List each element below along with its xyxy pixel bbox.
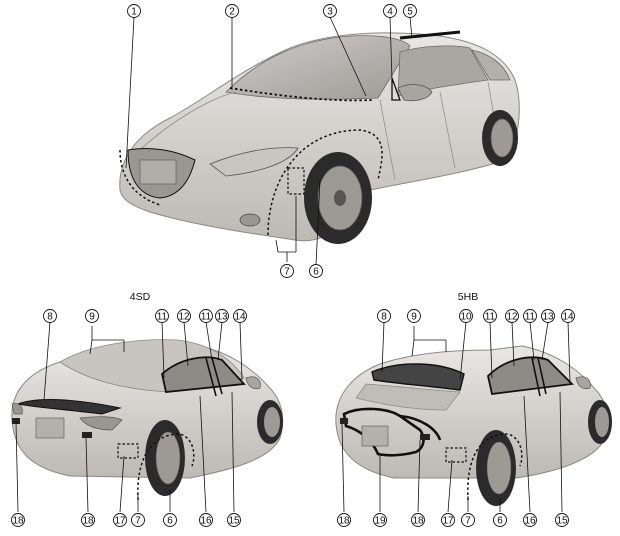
- hatch-callout-number: 15: [556, 515, 568, 526]
- sedan-callout-number: 13: [216, 311, 228, 322]
- sedan-callout-number: 8: [47, 311, 53, 322]
- hatch-callout-circle: [561, 309, 575, 323]
- hatch-callout-circle: [377, 309, 391, 323]
- sedan-callout-circle: [163, 513, 177, 527]
- hatch-callout-number: 19: [374, 515, 386, 526]
- hatch-callout-number: 6: [497, 515, 503, 526]
- hatch-callout-number: 14: [562, 311, 574, 322]
- front-leader-lines: [125, 16, 413, 266]
- sedan-callout-circle: [113, 513, 127, 527]
- front-callout-number: 5: [407, 6, 413, 17]
- sedan-callout-number: 17: [114, 515, 126, 526]
- front-callouts: 1 2 3 4 5 6 7: [127, 4, 417, 278]
- hatch-callout-number: 18: [338, 515, 350, 526]
- sedan-callout-circle: [233, 309, 247, 323]
- front-callout-number: 2: [229, 6, 235, 17]
- sedan-callout-circle: [11, 513, 25, 527]
- hatch-callout-circle: [555, 513, 569, 527]
- front-callout-circle: [309, 264, 323, 278]
- front-callout-number: 4: [387, 6, 393, 17]
- front-callout-number: 6: [313, 266, 319, 277]
- front-callout-circle: [323, 4, 337, 18]
- sedan-callout-number: 15: [228, 515, 240, 526]
- hatch-callout-number: 7: [465, 515, 471, 526]
- sedan-callout-circle: [85, 309, 99, 323]
- hatch-callout-circle: [461, 513, 475, 527]
- hatch-callout-circle: [483, 309, 497, 323]
- hatch-callout-number: 12: [506, 311, 518, 322]
- front-callout-circle: [225, 4, 239, 18]
- hatch-callout-circle: [493, 513, 507, 527]
- sedan-callout-number: 14: [234, 311, 246, 322]
- hatch-leader-lines: [341, 321, 571, 513]
- hatch-callout-circle: [441, 513, 455, 527]
- sedan-callout-circle: [199, 513, 213, 527]
- sedan-callout-number: 18: [12, 515, 24, 526]
- hatch-callout-number: 13: [542, 311, 554, 322]
- sedan-callout-circle: [131, 513, 145, 527]
- front-callout-number: 7: [284, 266, 290, 277]
- hatch-label: 5HB: [458, 291, 478, 303]
- hatch-callouts: 8 9 10 11 12 11 13 14 18 19 18 17 7 6 16 15: [337, 309, 575, 527]
- hatch-callout-number: 10: [460, 311, 472, 322]
- hatch-car-illustration: [335, 345, 612, 506]
- front-callout-circle: [403, 4, 417, 18]
- hatch-callout-number: 16: [524, 515, 536, 526]
- sedan-callout-circle: [81, 513, 95, 527]
- hatch-callout-number: 17: [442, 515, 454, 526]
- sedan-callout-number: 6: [167, 515, 173, 526]
- sedan-callouts: 8 9 11 12 11 13 14 18 18 17 7 6 16 15: [11, 309, 247, 527]
- hatch-callout-number: 11: [525, 311, 536, 322]
- sedan-callout-number: 12: [178, 311, 190, 322]
- sedan-callout-circle: [43, 309, 57, 323]
- side-mirror: [397, 84, 433, 102]
- sedan-label: 4SD: [130, 291, 151, 303]
- front-callout-number: 3: [327, 6, 333, 17]
- front-callout-circle: [280, 264, 294, 278]
- sedan-callout-number: 7: [135, 515, 141, 526]
- sedan-callout-circle: [199, 309, 213, 323]
- hatch-callout-circle: [337, 513, 351, 527]
- hatch-callout-number: 8: [381, 311, 387, 322]
- hatch-callout-circle: [523, 309, 537, 323]
- front-callout-circle: [383, 4, 397, 18]
- sedan-callout-number: 18: [82, 515, 94, 526]
- hatch-callout-number: 9: [411, 311, 417, 322]
- hatch-callout-circle: [407, 309, 421, 323]
- sedan-callout-number: 9: [89, 311, 95, 322]
- hatch-callout-circle: [459, 309, 473, 323]
- front-callout-circle: [127, 4, 141, 18]
- sedan-callout-circle: [177, 309, 191, 323]
- hatch-callout-number: 11: [485, 311, 496, 322]
- hatch-callout-circle: [523, 513, 537, 527]
- hatch-callout-circle: [505, 309, 519, 323]
- sedan-callout-number: 11: [157, 311, 168, 322]
- front-car-illustration: [119, 30, 520, 244]
- sedan-callout-circle: [155, 309, 169, 323]
- hatch-callout-circle: [373, 513, 387, 527]
- front-callout-number: 1: [131, 6, 137, 17]
- hatch-callout-circle: [411, 513, 425, 527]
- headlight: [209, 147, 299, 177]
- sedan-callout-number: 11: [201, 311, 212, 322]
- sedan-car-illustration: [11, 339, 284, 501]
- hatch-callout-circle: [541, 309, 555, 323]
- sedan-callout-circle: [227, 513, 241, 527]
- sedan-leader-lines: [15, 321, 243, 513]
- sedan-callout-circle: [215, 309, 229, 323]
- hatch-callout-number: 18: [412, 515, 424, 526]
- sedan-callout-number: 16: [200, 515, 212, 526]
